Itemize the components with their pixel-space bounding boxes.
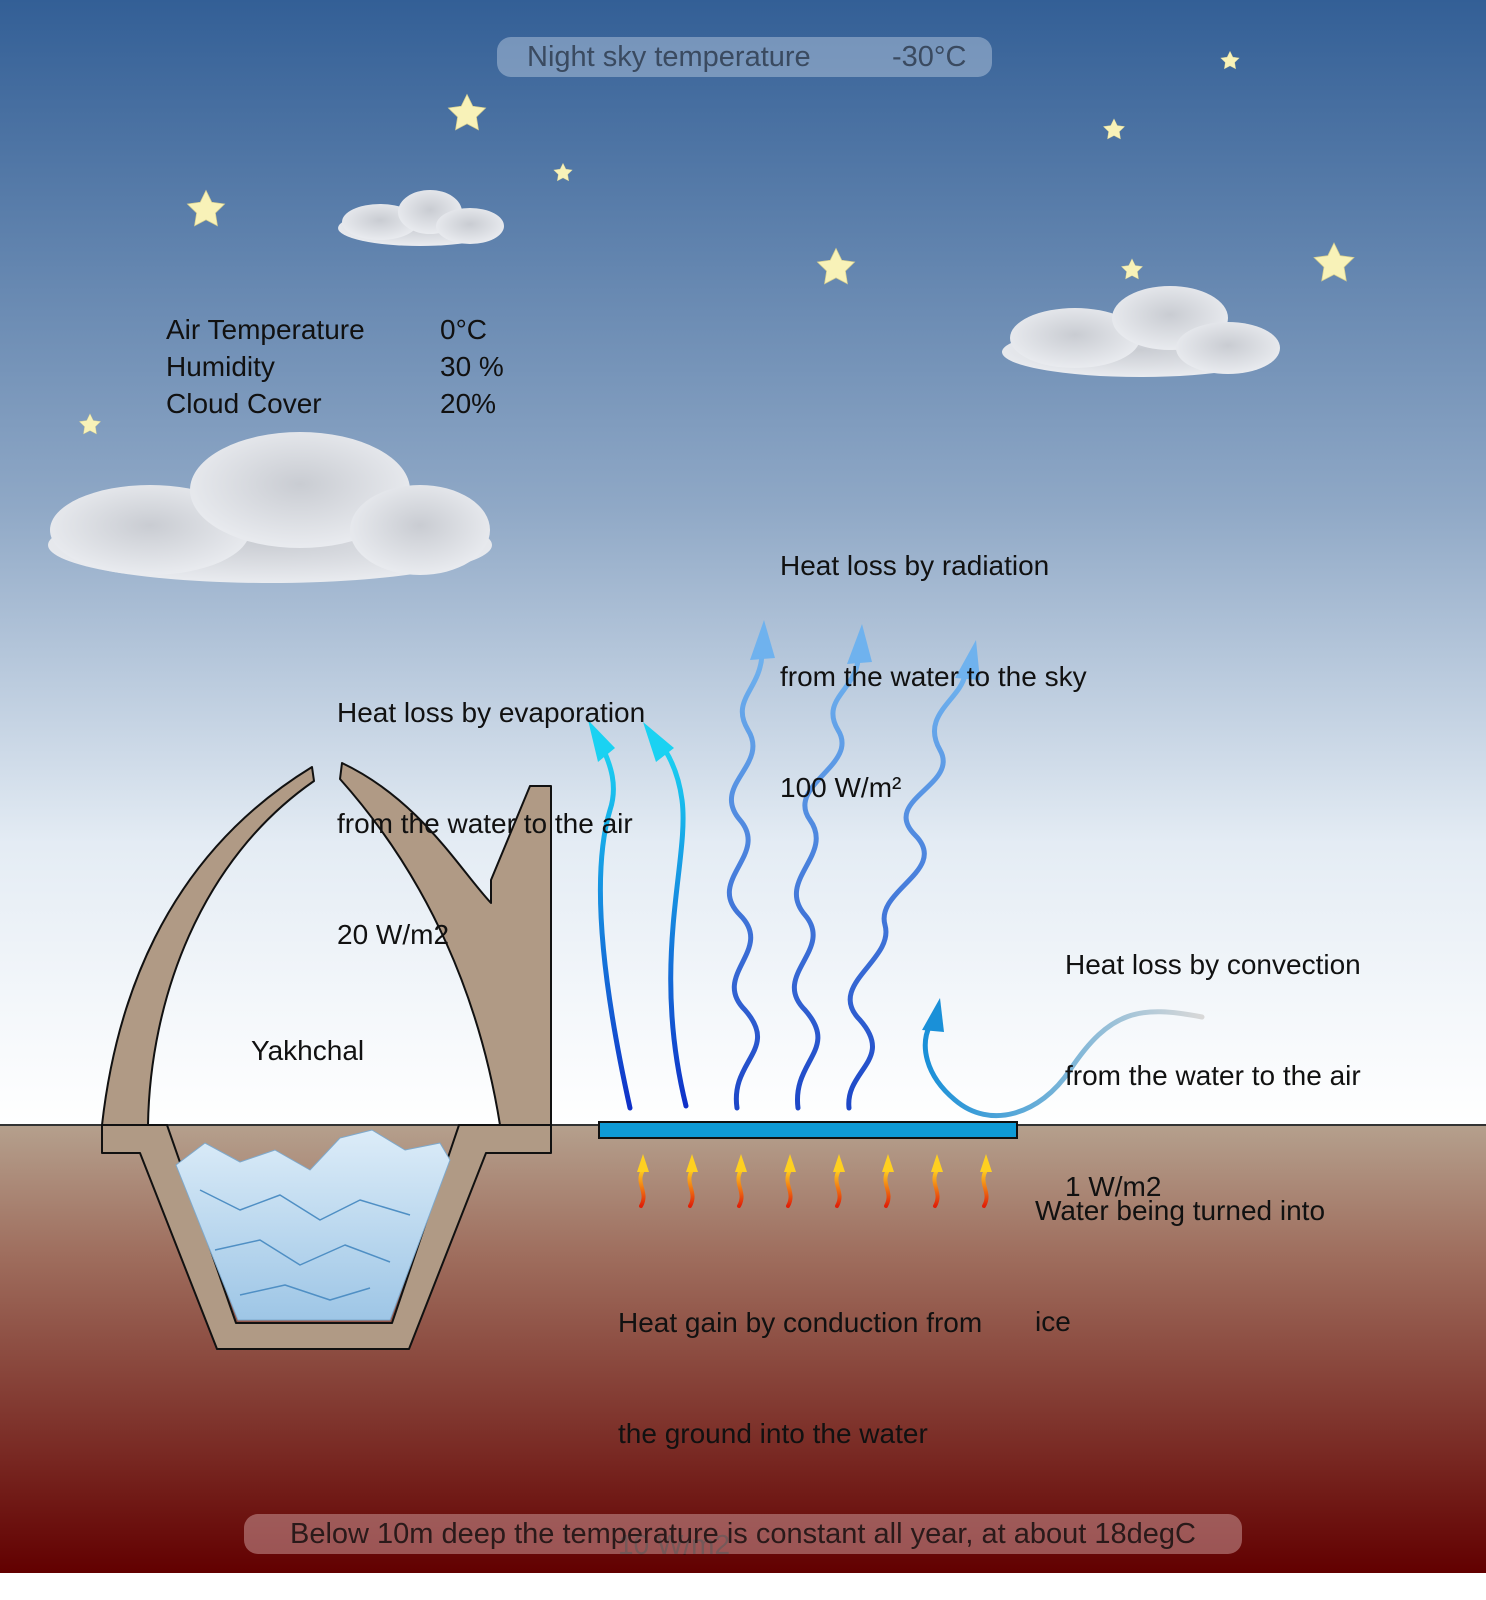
conduction-arrow <box>932 1168 940 1208</box>
yakhchal-dome-right <box>339 762 552 1126</box>
stars <box>78 50 1355 435</box>
conduction-line-2: the ground into the water <box>618 1418 928 1449</box>
air-temperature-value: 0°C <box>440 314 487 345</box>
arrow-head-icon <box>686 1154 698 1172</box>
star-icon <box>816 247 856 285</box>
night-sky-temperature-value: -30°C <box>892 41 967 73</box>
humidity-value: 30 % <box>440 351 504 382</box>
arrow-head-icon <box>735 1154 747 1172</box>
conduction-arrows <box>638 1168 989 1208</box>
conduction-arrow <box>736 1168 744 1208</box>
conduction-arrow <box>785 1168 793 1208</box>
cloud-icon <box>1002 286 1280 377</box>
arrow-head-icon <box>750 620 775 660</box>
ice-cracks <box>199 1189 411 1301</box>
arrow-head-icon <box>588 720 615 762</box>
radiation-label: Heat loss by radiation from the water to… <box>780 473 1087 843</box>
convection-line-2: from the water to the air <box>1065 1060 1361 1091</box>
radiation-arrow-heads <box>750 620 980 680</box>
star-icon <box>186 189 226 227</box>
evaporation-arrow <box>662 747 689 1109</box>
star-icon <box>1102 118 1126 140</box>
radiation-arrow <box>846 672 968 1111</box>
arrow-head-icon <box>847 624 872 664</box>
water-tray <box>598 1121 1018 1139</box>
arrow-head-icon <box>931 1154 943 1172</box>
convection-label: Heat loss by convection from the water t… <box>1065 872 1361 1242</box>
star-icon <box>78 413 102 435</box>
conduction-line-1: Heat gain by conduction from <box>618 1307 983 1338</box>
yakhchal-pit-wall <box>101 1124 552 1350</box>
radiation-value: 100 W/m² <box>780 772 902 803</box>
conduction-arrow <box>687 1168 695 1208</box>
water-label: Water being turned into ice <box>1035 1118 1325 1377</box>
conduction-arrow <box>638 1168 646 1208</box>
arrow-head-icon <box>980 1154 992 1172</box>
convection-value: 1 W/m2 <box>1065 1171 1162 1202</box>
arrow-head-icon <box>922 998 944 1032</box>
evaporation-label: Heat loss by evaporation from the water … <box>337 620 645 990</box>
cloud-cover-value: 20% <box>440 388 497 419</box>
radiation-arrow <box>726 652 765 1111</box>
arrow-head-icon <box>955 640 980 680</box>
water-line-2: ice <box>1035 1306 1071 1337</box>
conduction-arrow <box>883 1168 891 1208</box>
radiation-line-2: from the water to the sky <box>780 661 1087 692</box>
star-icon <box>1220 50 1240 70</box>
night-sky-temperature-badge: Night sky temperature -30°C <box>497 37 992 77</box>
conduction-label: Heat gain by conduction from the ground … <box>618 1230 982 1600</box>
conduction-arrow <box>981 1168 989 1208</box>
star-icon <box>1120 258 1144 280</box>
arrow-head-icon <box>643 722 674 762</box>
evaporation-arrows <box>588 720 689 1111</box>
evaporation-line-1: Heat loss by evaporation <box>337 697 646 728</box>
conditions-table: Air Temperature 0°C Humidity 30 % Cloud … <box>166 311 566 422</box>
convection-line-1: Heat loss by convection <box>1065 949 1361 980</box>
arrow-head-icon <box>637 1154 649 1172</box>
cloud-icon <box>338 190 504 246</box>
humidity-label: Humidity <box>166 351 275 382</box>
arrow-head-icon <box>882 1154 894 1172</box>
radiation-line-1: Heat loss by radiation <box>780 550 1050 581</box>
arrow-head-icon <box>784 1154 796 1172</box>
radiation-arrow <box>791 657 861 1111</box>
yakhchal-dome-left <box>101 766 315 1126</box>
ice-block <box>175 1129 451 1321</box>
evaporation-value: 20 W/m2 <box>337 919 450 950</box>
convection-arrow <box>922 1009 1205 1118</box>
star-icon <box>447 93 487 131</box>
yakhchal-label: Yakhchal <box>251 1035 365 1066</box>
evaporation-arrow <box>597 745 633 1111</box>
cloud-cover-label: Cloud Cover <box>166 388 322 419</box>
star-icon <box>553 162 573 182</box>
radiation-arrows <box>726 652 968 1111</box>
night-sky-temperature-label: Night sky temperature <box>527 41 811 73</box>
water-line-1: Water being turned into <box>1035 1195 1326 1226</box>
star-icon <box>1313 242 1355 282</box>
evaporation-line-2: from the water to the air <box>337 808 633 839</box>
yakhchal-structure <box>101 762 552 1350</box>
deep-ground-temperature-badge: Below 10m deep the temperature is consta… <box>244 1514 1242 1554</box>
conduction-arrow-heads <box>637 1154 992 1172</box>
conduction-arrow <box>834 1168 842 1208</box>
air-temperature-label: Air Temperature <box>166 314 365 345</box>
arrow-head-icon <box>833 1154 845 1172</box>
cloud-icon <box>48 432 492 583</box>
